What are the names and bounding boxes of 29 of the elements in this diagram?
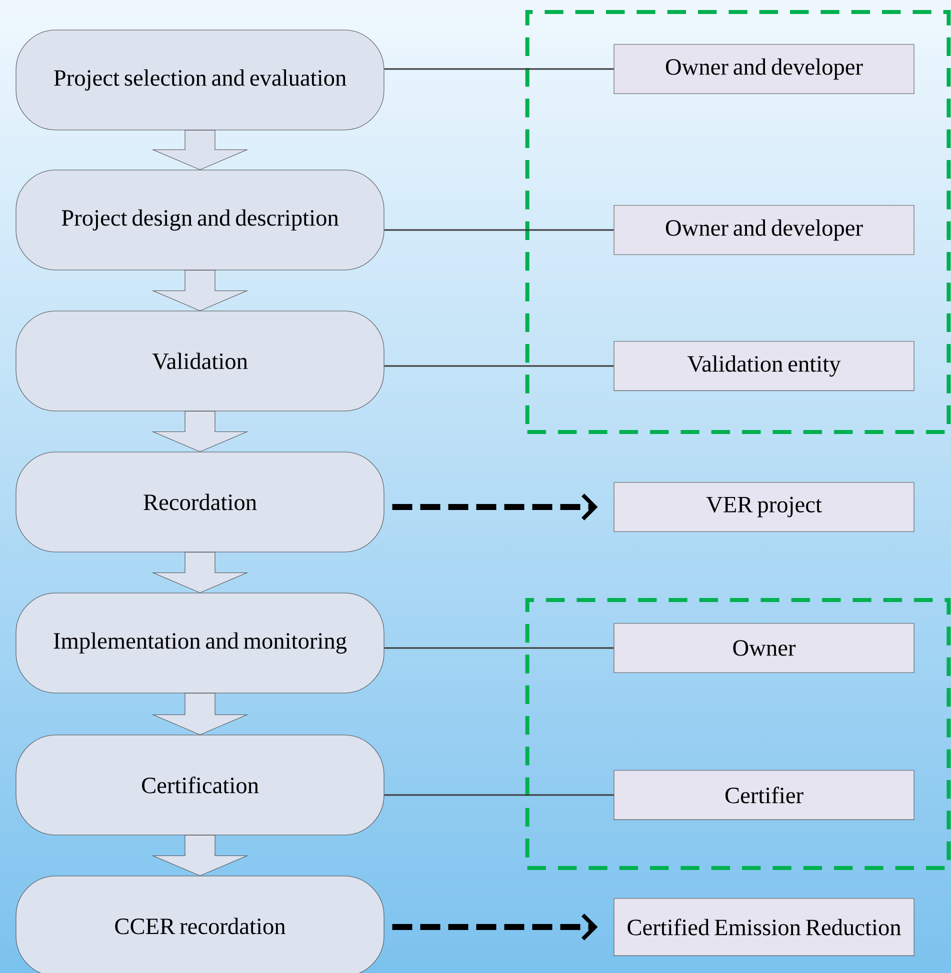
arrow (392, 914, 598, 940)
connector-line (384, 229, 614, 231)
connector-line (384, 68, 614, 70)
process-box: CCER recordation (16, 876, 384, 973)
group-frame (525, 10, 951, 434)
block-arrow (152, 693, 248, 736)
role-box: Validation entity (614, 341, 914, 391)
role-box: Owner and developer (614, 205, 914, 255)
block-arrow (152, 835, 248, 876)
group-frame (525, 598, 951, 870)
connector-line (384, 794, 614, 796)
role-box: Owner (614, 623, 914, 673)
process-box: Certification (16, 734, 384, 836)
block-arrow (152, 270, 248, 312)
process-box: Project selection and evaluation (16, 30, 384, 130)
process-box: Implementation and monitoring (16, 592, 384, 694)
block-arrow (152, 411, 248, 452)
process-box: Recordation (16, 452, 384, 552)
arrow (392, 494, 598, 520)
role-box: VER project (614, 482, 914, 532)
role-box: Owner and developer (614, 44, 914, 94)
block-arrow (152, 130, 248, 170)
role-box: Certifier (614, 770, 914, 820)
block-arrow (152, 552, 248, 594)
role-box: Certified Emission Reduction (614, 898, 914, 956)
process-box: Project design and description (16, 170, 384, 270)
connector-line (384, 647, 614, 649)
connector-line (384, 365, 614, 367)
process-box: Validation (16, 310, 384, 412)
